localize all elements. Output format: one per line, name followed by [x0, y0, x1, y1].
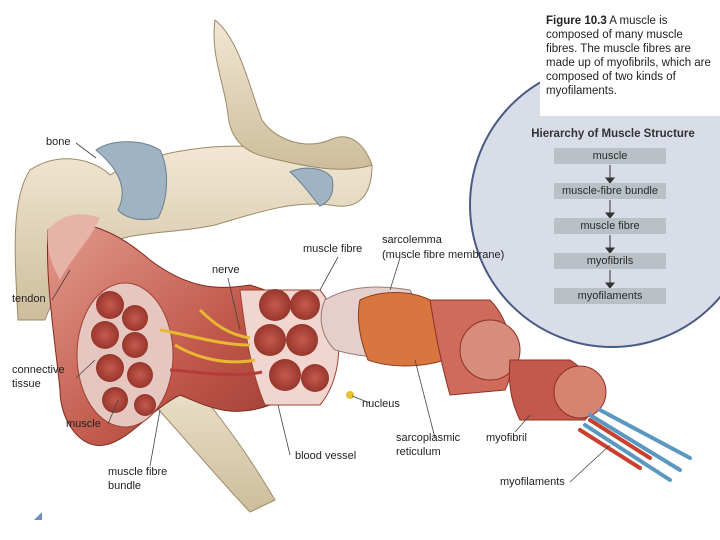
hierarchy-arrows: [604, 165, 616, 289]
label-sarcolemma-1: sarcolemma: [382, 234, 442, 246]
cartilage-1: [95, 141, 168, 221]
myofibril-bundle: [429, 299, 521, 396]
caption-background: [540, 8, 720, 116]
figure-caption: Figure 10.3 A muscle is composed of many…: [546, 14, 712, 98]
label-connective-tissue-1: connective: [12, 364, 65, 376]
label-myofilaments: myofilaments: [500, 476, 565, 488]
label-muscle-fibre: muscle fibre: [303, 243, 363, 255]
hierarchy-level-myofilaments: myofilaments: [554, 288, 666, 304]
hierarchy-level-muscle: muscle: [554, 148, 666, 164]
label-muscle: muscle: [66, 418, 101, 430]
figure-number: Figure 10.3: [546, 15, 607, 27]
figure-caption-text: A muscle is composed of many muscle fibr…: [546, 15, 711, 97]
myofilaments: [578, 408, 692, 482]
label-bone: bone: [46, 136, 71, 148]
myofibril-end: [553, 365, 607, 419]
label-myofibril: myofibril: [486, 432, 527, 444]
blood-vessel: [169, 368, 263, 377]
label-sarcoplasmic-reticulum-1: sarcoplasmic: [396, 432, 461, 444]
label-connective-tissue-2: tissue: [12, 378, 41, 390]
label-sarcoplasmic-reticulum-2: reticulum: [396, 446, 441, 458]
bundle-cross-section: [76, 282, 174, 428]
label-muscle-fibre-bundle-1: muscle fibre: [108, 466, 168, 478]
tendon: [47, 214, 100, 280]
fibre-bundle-section: [239, 289, 340, 406]
hierarchy-title: Hierarchy of Muscle Structure: [531, 128, 695, 140]
label-nerve: nerve: [212, 264, 240, 276]
hierarchy-level-muscle-fibre: muscle fibre: [554, 218, 666, 234]
joint-bone: [213, 19, 373, 170]
hierarchy-level-myofibrils: myofibrils: [554, 253, 666, 269]
hierarchy-level-muscle-fibre-bundle: muscle-fibre bundle: [554, 183, 666, 199]
slide-corner-marker: [34, 512, 42, 520]
nucleus: [346, 391, 354, 399]
sarcoplasmic-reticulum: [357, 292, 446, 367]
nerve: [159, 308, 256, 364]
cartilage-2: [289, 167, 334, 207]
label-blood-vessel: blood vessel: [295, 450, 357, 462]
label-tendon: tendon: [12, 293, 46, 305]
label-muscle-fibre-bundle-2: bundle: [108, 480, 142, 492]
label-nucleus: nucleus: [362, 398, 400, 410]
leader-lines: [51, 142, 611, 483]
label-sarcolemma-2: (muscle fibre membrane): [382, 249, 505, 261]
